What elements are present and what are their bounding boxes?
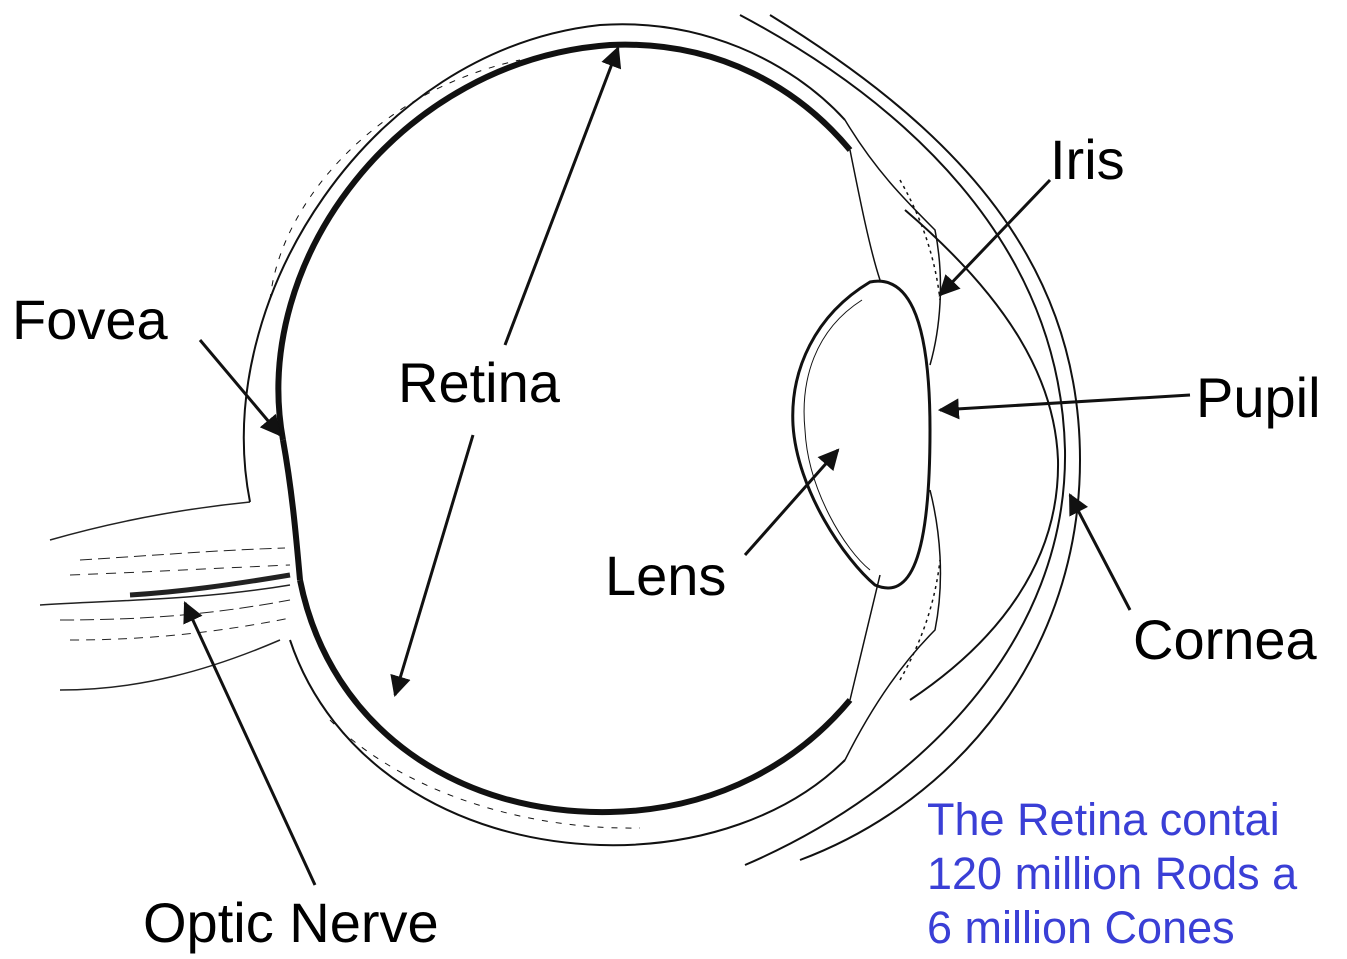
fovea-pointer (200, 340, 280, 435)
pointer-lines (185, 48, 1190, 885)
retina-pointer-top (505, 48, 618, 345)
fovea-label: Fovea (12, 292, 168, 348)
iris-shape (845, 120, 940, 760)
lens-pointer (745, 450, 838, 555)
retina-label: Retina (398, 355, 560, 411)
iris-label: Iris (1050, 132, 1125, 188)
iris-pointer (940, 180, 1050, 295)
cornea-shape (740, 15, 1080, 865)
optic-nerve-pointer (185, 603, 315, 885)
retina-info-note: The Retina contai 120 million Rods a 6 m… (927, 793, 1347, 959)
note-line-1: The Retina contai (927, 793, 1347, 847)
sclera-shape (244, 24, 850, 845)
optic-nerve-label: Optic Nerve (143, 895, 439, 951)
cornea-pointer (1070, 495, 1130, 610)
pupil-pointer (940, 395, 1190, 410)
note-line-2: 120 million Rods a (927, 847, 1347, 901)
pupil-label: Pupil (1196, 370, 1321, 426)
cornea-label: Cornea (1133, 612, 1317, 668)
optic-nerve-shape (40, 502, 290, 690)
retina-pointer-bottom (395, 435, 473, 695)
note-line-3: 6 million Cones (927, 901, 1347, 955)
lens-shape (793, 281, 930, 588)
lens-label: Lens (605, 548, 726, 604)
